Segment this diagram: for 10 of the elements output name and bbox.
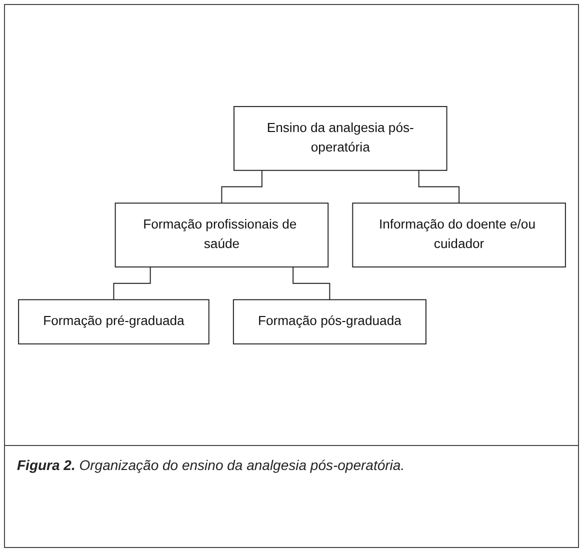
connector: [292, 266, 330, 300]
connector: [418, 170, 460, 204]
node-box: Formação pós-graduada: [232, 298, 426, 344]
connector: [220, 170, 262, 204]
node-box: Formação profissionais de saúde: [114, 202, 328, 268]
connector: [112, 266, 150, 300]
node-box: Ensino da analgesia pós-operatória: [232, 106, 447, 171]
figure-caption: Figura 2. Organização do ensino da analgesia pós-operatória.: [17, 457, 406, 473]
node-box: Informação do doente e/ou cuidador: [352, 202, 566, 268]
node-box: Formação pré-graduada: [18, 298, 209, 344]
